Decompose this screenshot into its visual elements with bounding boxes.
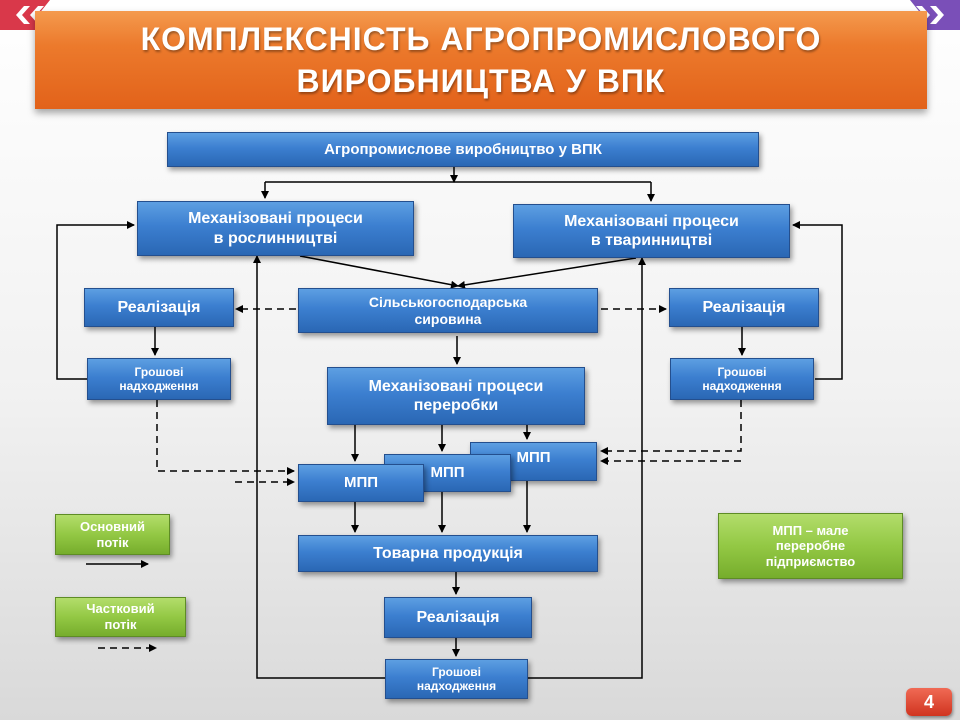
legend-main-flow: Основний потік — [55, 514, 170, 555]
box-sales-bottom: Реалізація — [384, 597, 532, 638]
title-banner: КОМПЛЕКСНІСТЬ АГРОПРОМИСЛОВОГО ВИРОБНИЦТ… — [35, 11, 927, 109]
title-line-2: ВИРОБНИЦТВА У ВПК — [296, 63, 666, 99]
box-mech-animal: Механізовані процеси в тваринництві — [513, 204, 790, 258]
box-agro-production: Агропромислове виробництво у ВПК — [167, 132, 759, 167]
box-raw-materials: Сільськогосподарська сировина — [298, 288, 598, 333]
title-line-1: КОМПЛЕКСНІСТЬ АГРОПРОМИСЛОВОГО — [140, 21, 822, 57]
box-money-left: Грошові надходження — [87, 358, 231, 400]
legend-mpp-definition: МПП – мале переробне підприємство — [718, 513, 903, 579]
box-commodity: Товарна продукція — [298, 535, 598, 572]
page-number-badge: 4 — [906, 688, 952, 716]
box-money-right: Грошові надходження — [670, 358, 814, 400]
box-mpp-1: МПП — [298, 464, 424, 502]
box-sales-right: Реалізація — [669, 288, 819, 327]
box-money-bottom: Грошові надходження — [385, 659, 528, 699]
box-mech-crop: Механізовані процеси в рослинництві — [137, 201, 414, 256]
box-sales-left: Реалізація — [84, 288, 234, 327]
legend-partial-flow: Частковий потік — [55, 597, 186, 637]
box-mech-processing: Механізовані процеси переробки — [327, 367, 585, 425]
